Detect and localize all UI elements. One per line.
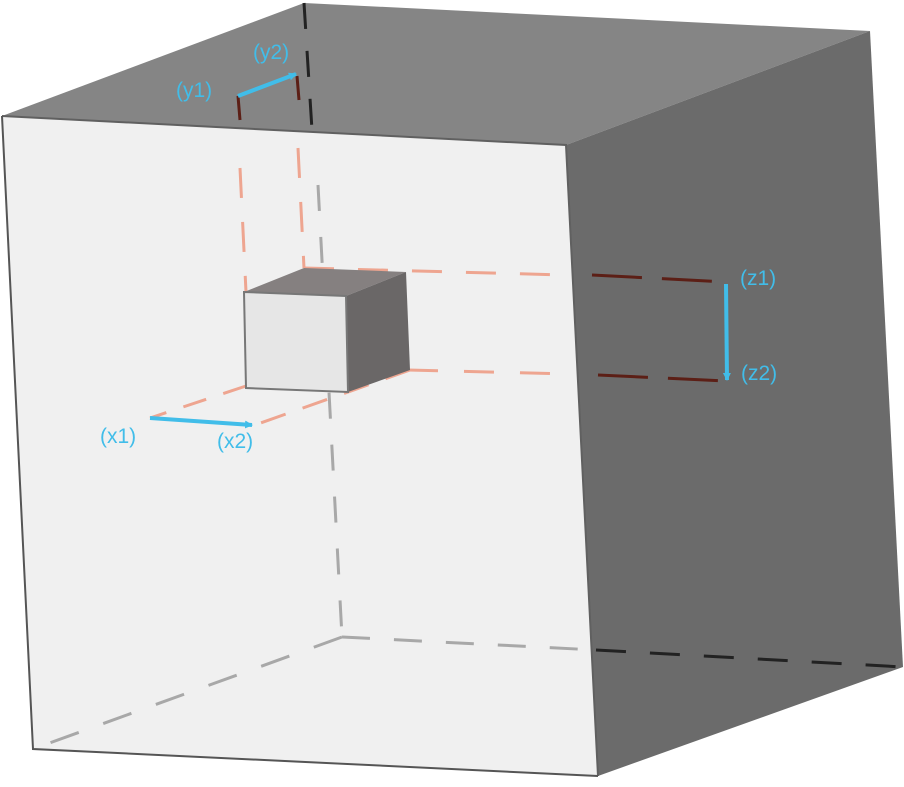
arrow-z[interactable] <box>722 283 731 381</box>
cube-side-face <box>566 31 903 776</box>
cube-front-outline <box>1 115 599 777</box>
label-y1: (y1) <box>176 79 212 102</box>
projection-y-vertical-a <box>238 167 248 293</box>
label-x1: (x1) <box>100 425 136 448</box>
projection-y-vertical-b <box>296 147 306 269</box>
cube-front-left-edge <box>1 115 599 777</box>
cube-front-face <box>2 116 598 776</box>
projection-x-b <box>254 368 411 427</box>
projection-z-bottom <box>407 368 571 376</box>
hidden-back-vertical-top <box>302 2 314 131</box>
small-cube-side <box>346 272 410 392</box>
hidden-back-vertical <box>316 184 344 638</box>
small-cube-front <box>242 290 350 394</box>
projection-y-dark-a <box>236 95 242 121</box>
projection-z-dark-bottom <box>597 373 727 383</box>
label-x2: (x2) <box>217 430 253 453</box>
label-z1: (z1) <box>740 267 776 290</box>
small-cube-top <box>244 268 406 296</box>
projection-z-top <box>303 266 567 277</box>
cube-top-face <box>2 3 870 145</box>
projection-y-dark-b <box>295 75 301 101</box>
label-y2: (y2) <box>253 41 289 64</box>
hidden-bottom-right-edge <box>341 635 597 652</box>
arrow-x[interactable] <box>149 416 253 429</box>
projection-z-dark-top <box>591 273 727 284</box>
arrow-y[interactable] <box>237 72 297 98</box>
projection-x-a <box>149 384 247 420</box>
label-z2: (z2) <box>741 362 777 385</box>
